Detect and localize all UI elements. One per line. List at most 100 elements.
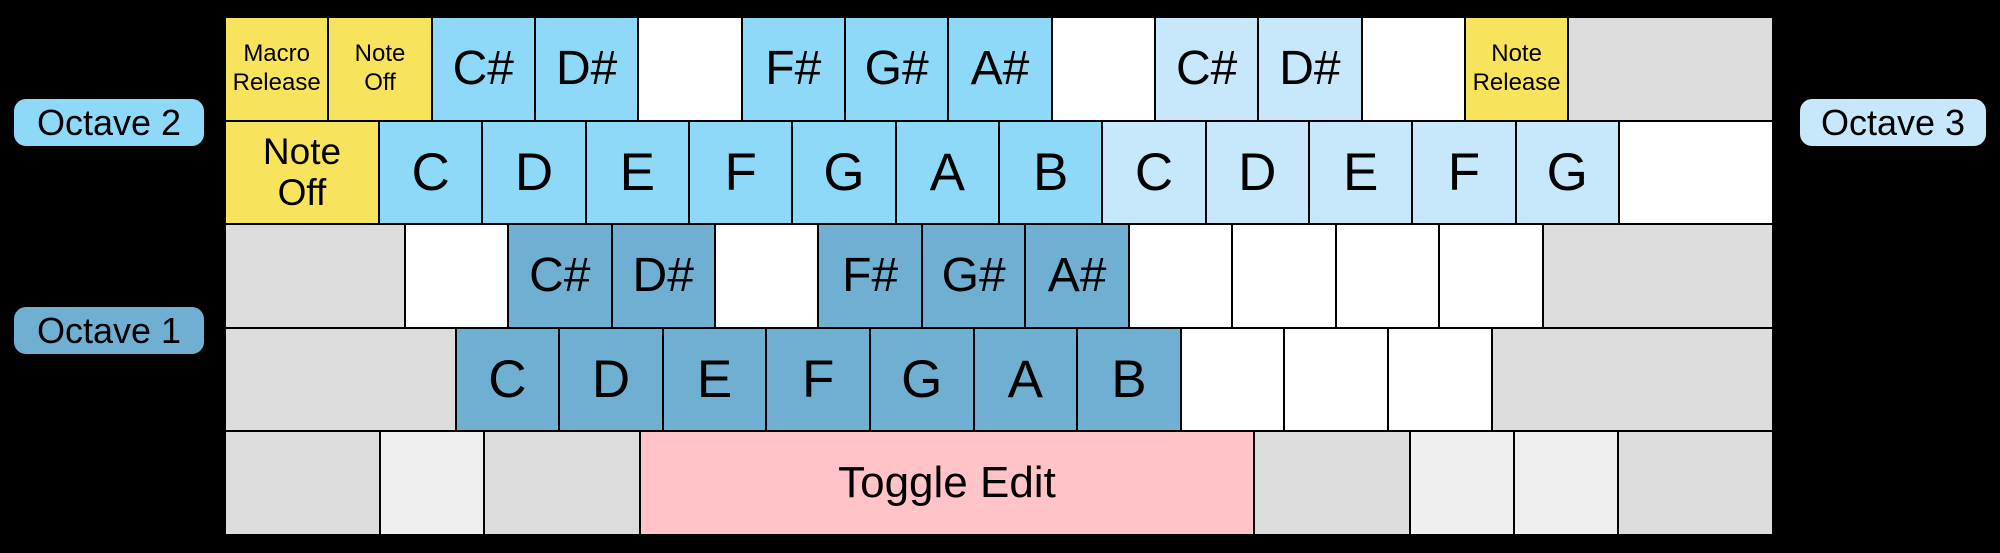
key-label-line: A# bbox=[970, 41, 1030, 95]
key-label-line: C# bbox=[452, 41, 514, 95]
key-blank bbox=[1336, 225, 1439, 327]
key-note-csharp-oct3: C# bbox=[1155, 18, 1258, 120]
key-label-line: G# bbox=[941, 248, 1006, 302]
key-label-line: D# bbox=[1279, 41, 1341, 95]
key-label-line: E bbox=[696, 350, 733, 410]
key-modifier bbox=[226, 225, 404, 327]
key-note-dsharp-oct1: D# bbox=[612, 225, 714, 327]
key-label-line: Note bbox=[262, 130, 342, 172]
key-note-a-oct2: A bbox=[896, 121, 998, 224]
key-modifier bbox=[1514, 432, 1617, 534]
key-label-line: Off bbox=[277, 172, 327, 214]
key-blank bbox=[1181, 328, 1284, 431]
key-label-line: A bbox=[1007, 350, 1044, 410]
key-note-dsharp-oct3: D# bbox=[1259, 18, 1361, 120]
key-note-asharp-oct2: A# bbox=[949, 18, 1051, 120]
key-label-line: A# bbox=[1047, 248, 1107, 302]
key-note-c-oct1: C bbox=[456, 328, 559, 431]
key-blank bbox=[1052, 18, 1154, 120]
key-toggle-edit: Toggle Edit bbox=[640, 432, 1254, 534]
key-label-line: C bbox=[411, 142, 450, 202]
key-blank bbox=[639, 18, 741, 120]
key-label-line: G bbox=[901, 350, 943, 410]
key-label-line: B bbox=[1032, 142, 1069, 202]
key-note-gsharp-oct1: G# bbox=[922, 225, 1025, 327]
key-blank bbox=[1440, 225, 1542, 327]
key-note-g-oct2: G bbox=[793, 121, 895, 224]
key-note-e-oct1: E bbox=[663, 328, 766, 431]
key-label-line: Note bbox=[354, 40, 406, 68]
octave-2-label: Octave 2 bbox=[14, 99, 204, 146]
key-note-f-oct3: F bbox=[1413, 121, 1515, 224]
key-blank bbox=[1285, 328, 1387, 431]
key-label-line: F bbox=[1447, 142, 1481, 202]
key-note-e-oct2: E bbox=[586, 121, 688, 224]
key-label-line: B bbox=[1111, 350, 1147, 410]
key-modifier bbox=[226, 328, 455, 431]
key-label-line: E bbox=[1342, 142, 1379, 202]
key-blank bbox=[1129, 225, 1232, 327]
key-label-line: G bbox=[823, 142, 865, 202]
key-note-a-oct1: A bbox=[974, 328, 1077, 431]
key-blank bbox=[1362, 18, 1464, 120]
key-note-g-oct1: G bbox=[870, 328, 973, 431]
key-note-d-oct1: D bbox=[560, 328, 662, 431]
key-label-line: C# bbox=[529, 248, 591, 302]
key-modifier bbox=[1492, 328, 1772, 431]
key-label-line: G# bbox=[864, 41, 929, 95]
key-label-line: C bbox=[488, 350, 527, 410]
key-note-d-oct3: D bbox=[1206, 121, 1308, 224]
key-note-e-oct3: E bbox=[1309, 121, 1412, 224]
key-label-line: Macro bbox=[243, 40, 310, 68]
key-note-f-oct1: F bbox=[767, 328, 869, 431]
key-label-line: D bbox=[591, 350, 631, 410]
key-blank bbox=[715, 225, 818, 327]
key-label-line: Release bbox=[1472, 68, 1561, 96]
key-note-csharp-oct1: C# bbox=[509, 225, 611, 327]
key-label-line: F bbox=[724, 142, 757, 202]
key-label-line: Off bbox=[364, 68, 396, 96]
key-label-line: D# bbox=[555, 41, 618, 95]
key-note-f-oct2: F bbox=[689, 121, 792, 224]
key-label-line: F# bbox=[765, 41, 822, 95]
key-note-b-oct2: B bbox=[999, 121, 1102, 224]
key-note-csharp-oct2: C# bbox=[432, 18, 534, 120]
key-blank bbox=[1388, 328, 1491, 431]
key-modifier bbox=[381, 432, 484, 534]
key-modifier bbox=[226, 432, 380, 534]
octave-3-label: Octave 3 bbox=[1800, 99, 1986, 146]
key-modifier bbox=[485, 432, 639, 534]
key-note-fsharp-oct1: F# bbox=[819, 225, 921, 327]
key-label-line: Release bbox=[232, 68, 321, 96]
octave-1-label: Octave 1 bbox=[14, 307, 204, 354]
key-blank bbox=[1233, 225, 1335, 327]
key-label-line: F# bbox=[842, 248, 899, 302]
key-note-asharp-oct1: A# bbox=[1026, 225, 1128, 327]
key-note-gsharp-oct2: G# bbox=[845, 18, 948, 120]
key-modifier bbox=[1255, 432, 1409, 534]
key-modifier bbox=[1410, 432, 1513, 534]
key-label-line: E bbox=[619, 142, 655, 202]
key-modifier bbox=[1569, 18, 1772, 120]
key-note-d-oct2: D bbox=[483, 121, 585, 224]
key-note-g-oct3: G bbox=[1516, 121, 1618, 224]
key-label-line: F bbox=[801, 350, 835, 410]
key-label-line: D bbox=[514, 142, 554, 202]
key-note-b-oct1: B bbox=[1078, 328, 1180, 431]
key-label-line: D bbox=[1238, 142, 1277, 202]
key-note-dsharp-oct2: D# bbox=[535, 18, 638, 120]
key-label-line: A bbox=[929, 142, 965, 202]
key-modifier bbox=[1543, 225, 1773, 327]
key-blank bbox=[1619, 121, 1772, 224]
keyboard-row-3: C# D# F# G# A# bbox=[226, 225, 1773, 327]
key-label-line: C bbox=[1134, 142, 1174, 202]
key-note-c-oct2: C bbox=[380, 121, 482, 224]
